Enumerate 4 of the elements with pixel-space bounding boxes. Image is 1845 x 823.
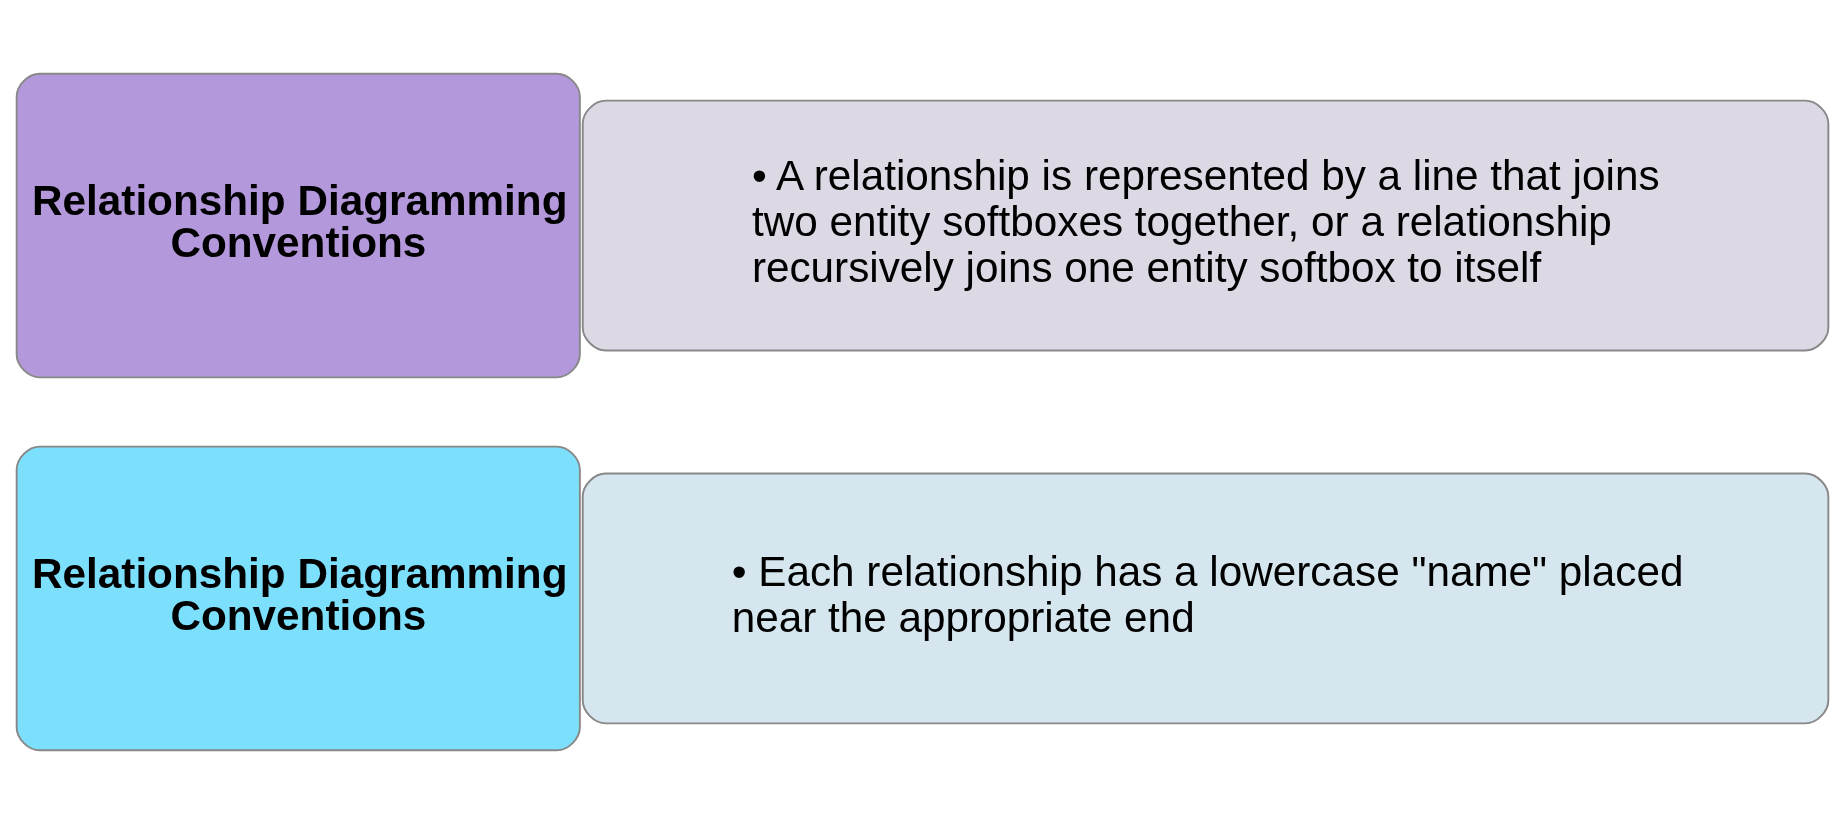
node-box: Relationship Diagramming Conventions bbox=[15, 72, 581, 378]
node-box: • A relationship is represented by a line that joins two entity softboxes together, or a relationship recursively joins one entity softbox to itself bbox=[581, 99, 1830, 351]
node-box: Relationship Diagramming Conventions bbox=[15, 445, 581, 751]
node-box: • Each relationship has a lowercase "name" placed near the appropriate end bbox=[581, 472, 1830, 724]
